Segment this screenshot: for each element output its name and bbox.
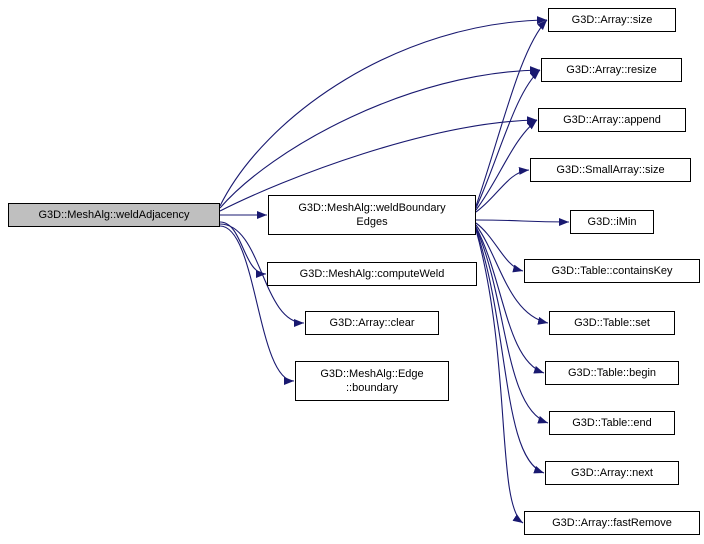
edge-weldBoundaryEdges-smallArraySize [475, 166, 530, 213]
graph-node-arrayClear[interactable]: G3D::Array::clear [305, 311, 439, 335]
graph-node-label: G3D::Table::set [574, 316, 650, 329]
edge-weldBoundaryEdges-tableContainsKey [475, 222, 524, 273]
edge-weldAdjacency-arraySize [219, 16, 548, 207]
graph-node-label: G3D::Array::append [563, 113, 661, 126]
edge-weldAdjacency-arrayResize [219, 66, 541, 209]
graph-node-label: G3D::Table::containsKey [551, 264, 673, 277]
edge-weldBoundaryEdges-tableEnd [475, 227, 549, 424]
graph-node-weldAdjacency: G3D::MeshAlg::weldAdjacency [8, 203, 220, 227]
graph-node-label: G3D::Array::size [571, 13, 653, 26]
graph-node-tableContainsKey[interactable]: G3D::Table::containsKey [524, 259, 700, 283]
graph-node-arraySize[interactable]: G3D::Array::size [548, 8, 676, 32]
graph-node-iMin[interactable]: G3D::iMin [570, 210, 654, 234]
graph-node-label: G3D::Array::resize [566, 63, 657, 76]
edge-weldBoundaryEdges-arrayResize [475, 69, 541, 209]
graph-node-edgeBoundary[interactable]: G3D::MeshAlg::Edge::boundary [295, 361, 449, 401]
graph-node-label: G3D::Array::fastRemove [552, 516, 672, 529]
edge-weldAdjacency-computeWeld [219, 221, 267, 278]
graph-node-label: G3D::Table::end [572, 416, 652, 429]
edge-weldBoundaryEdges-iMin [475, 217, 570, 226]
graph-node-label: G3D::Table::begin [567, 366, 657, 379]
graph-node-tableBegin[interactable]: G3D::Table::begin [545, 361, 679, 385]
graph-node-label: G3D::Array::clear [329, 316, 415, 329]
graph-node-arrayFastRemove[interactable]: G3D::Array::fastRemove [524, 511, 700, 535]
graph-node-arrayResize[interactable]: G3D::Array::resize [541, 58, 682, 82]
graph-node-label: G3D::iMin [587, 215, 637, 228]
graph-node-label: ::boundary [346, 382, 398, 394]
graph-node-tableSet[interactable]: G3D::Table::set [549, 311, 675, 335]
edge-weldBoundaryEdges-arrayFastRemove [475, 229, 524, 524]
edge-weldBoundaryEdges-arrayAppend [475, 119, 538, 211]
graph-node-label: G3D::MeshAlg::weldAdjacency [38, 208, 190, 221]
graph-node-computeWeld[interactable]: G3D::MeshAlg::computeWeld [267, 262, 477, 286]
graph-node-label: G3D::MeshAlg::computeWeld [299, 267, 445, 280]
graph-node-smallArraySize[interactable]: G3D::SmallArray::size [530, 158, 691, 182]
graph-node-label: G3D::MeshAlg::Edge [320, 367, 424, 380]
edge-weldBoundaryEdges-tableBegin [475, 226, 545, 374]
graph-node-arrayAppend[interactable]: G3D::Array::append [538, 108, 686, 132]
graph-node-tableEnd[interactable]: G3D::Table::end [549, 411, 675, 435]
graph-node-label: Edges [356, 216, 388, 228]
graph-node-label: G3D::MeshAlg::weldBoundary [298, 201, 446, 214]
graph-node-arrayNext[interactable]: G3D::Array::next [545, 461, 679, 485]
graph-node-label: G3D::SmallArray::size [556, 163, 665, 176]
edge-weldAdjacency-edgeBoundary [219, 225, 295, 385]
graph-node-label: G3D::Array::next [571, 466, 653, 479]
